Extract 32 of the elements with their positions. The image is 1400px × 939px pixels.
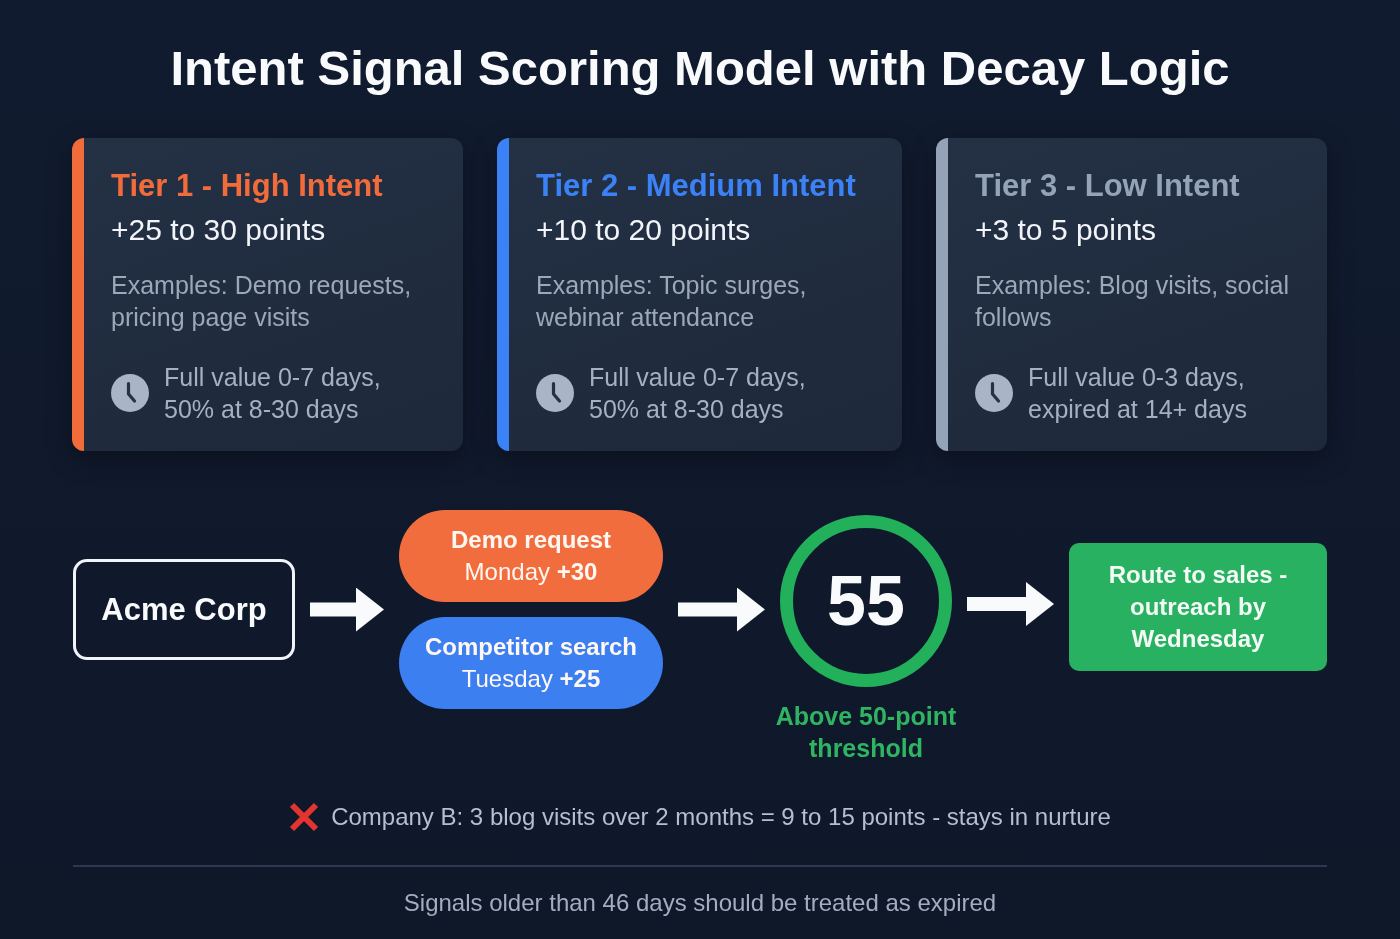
score-ring — [780, 515, 952, 687]
tier-card — [936, 138, 1327, 451]
tier-card — [497, 138, 902, 451]
action-text: Route to sales - outreach by Wednesday — [1107, 560, 1289, 654]
note-text: Company B: 3 blog visits over 2 months = 9 to 15 points - stays in nurture — [331, 802, 1111, 832]
arrow — [678, 587, 765, 632]
tier-heading: Tier 2 - Medium Intent — [536, 168, 856, 204]
points-text: +25 to 30 points — [111, 213, 326, 247]
signal-detail: Monday +30 — [464, 557, 598, 587]
tier-heading: Tier 3 - Low Intent — [975, 168, 1240, 204]
points-text: +3 to 5 points — [975, 213, 1156, 247]
signal-name: Competitor search — [424, 632, 638, 662]
decay-text: Full value 0-7 days, 50% at 8-30 days — [164, 362, 382, 425]
decay-text: Full value 0-3 days, expired at 14+ days — [1028, 362, 1248, 425]
decay-text: Full value 0-7 days, 50% at 8-30 days — [589, 362, 807, 425]
tier-heading: Tier 1 - High Intent — [111, 168, 383, 204]
action-box — [1069, 543, 1327, 671]
company-name: Acme Corp — [101, 591, 267, 628]
signal-name: Demo request — [450, 525, 611, 555]
diagram-title: Intent Signal Scoring Model with Decay Logic — [170, 40, 1230, 97]
tier-card — [72, 138, 463, 451]
footer-note: Signals older than 46 days should be treated as expired — [403, 888, 997, 918]
signal-detail: Tuesday +25 — [461, 664, 601, 694]
points-text: +10 to 20 points — [536, 213, 751, 247]
company-box — [73, 559, 295, 660]
examples-text: Examples: Demo requests, pricing page visits — [111, 270, 413, 333]
score-value: 55 — [827, 563, 905, 639]
arrow — [310, 587, 384, 632]
examples-text: Examples: Blog visits, social follows — [975, 270, 1290, 333]
threshold-text: Above 50-point threshold — [774, 701, 958, 764]
examples-text: Examples: Topic surges, webinar attendance — [536, 270, 808, 333]
arrow — [967, 582, 1054, 626]
